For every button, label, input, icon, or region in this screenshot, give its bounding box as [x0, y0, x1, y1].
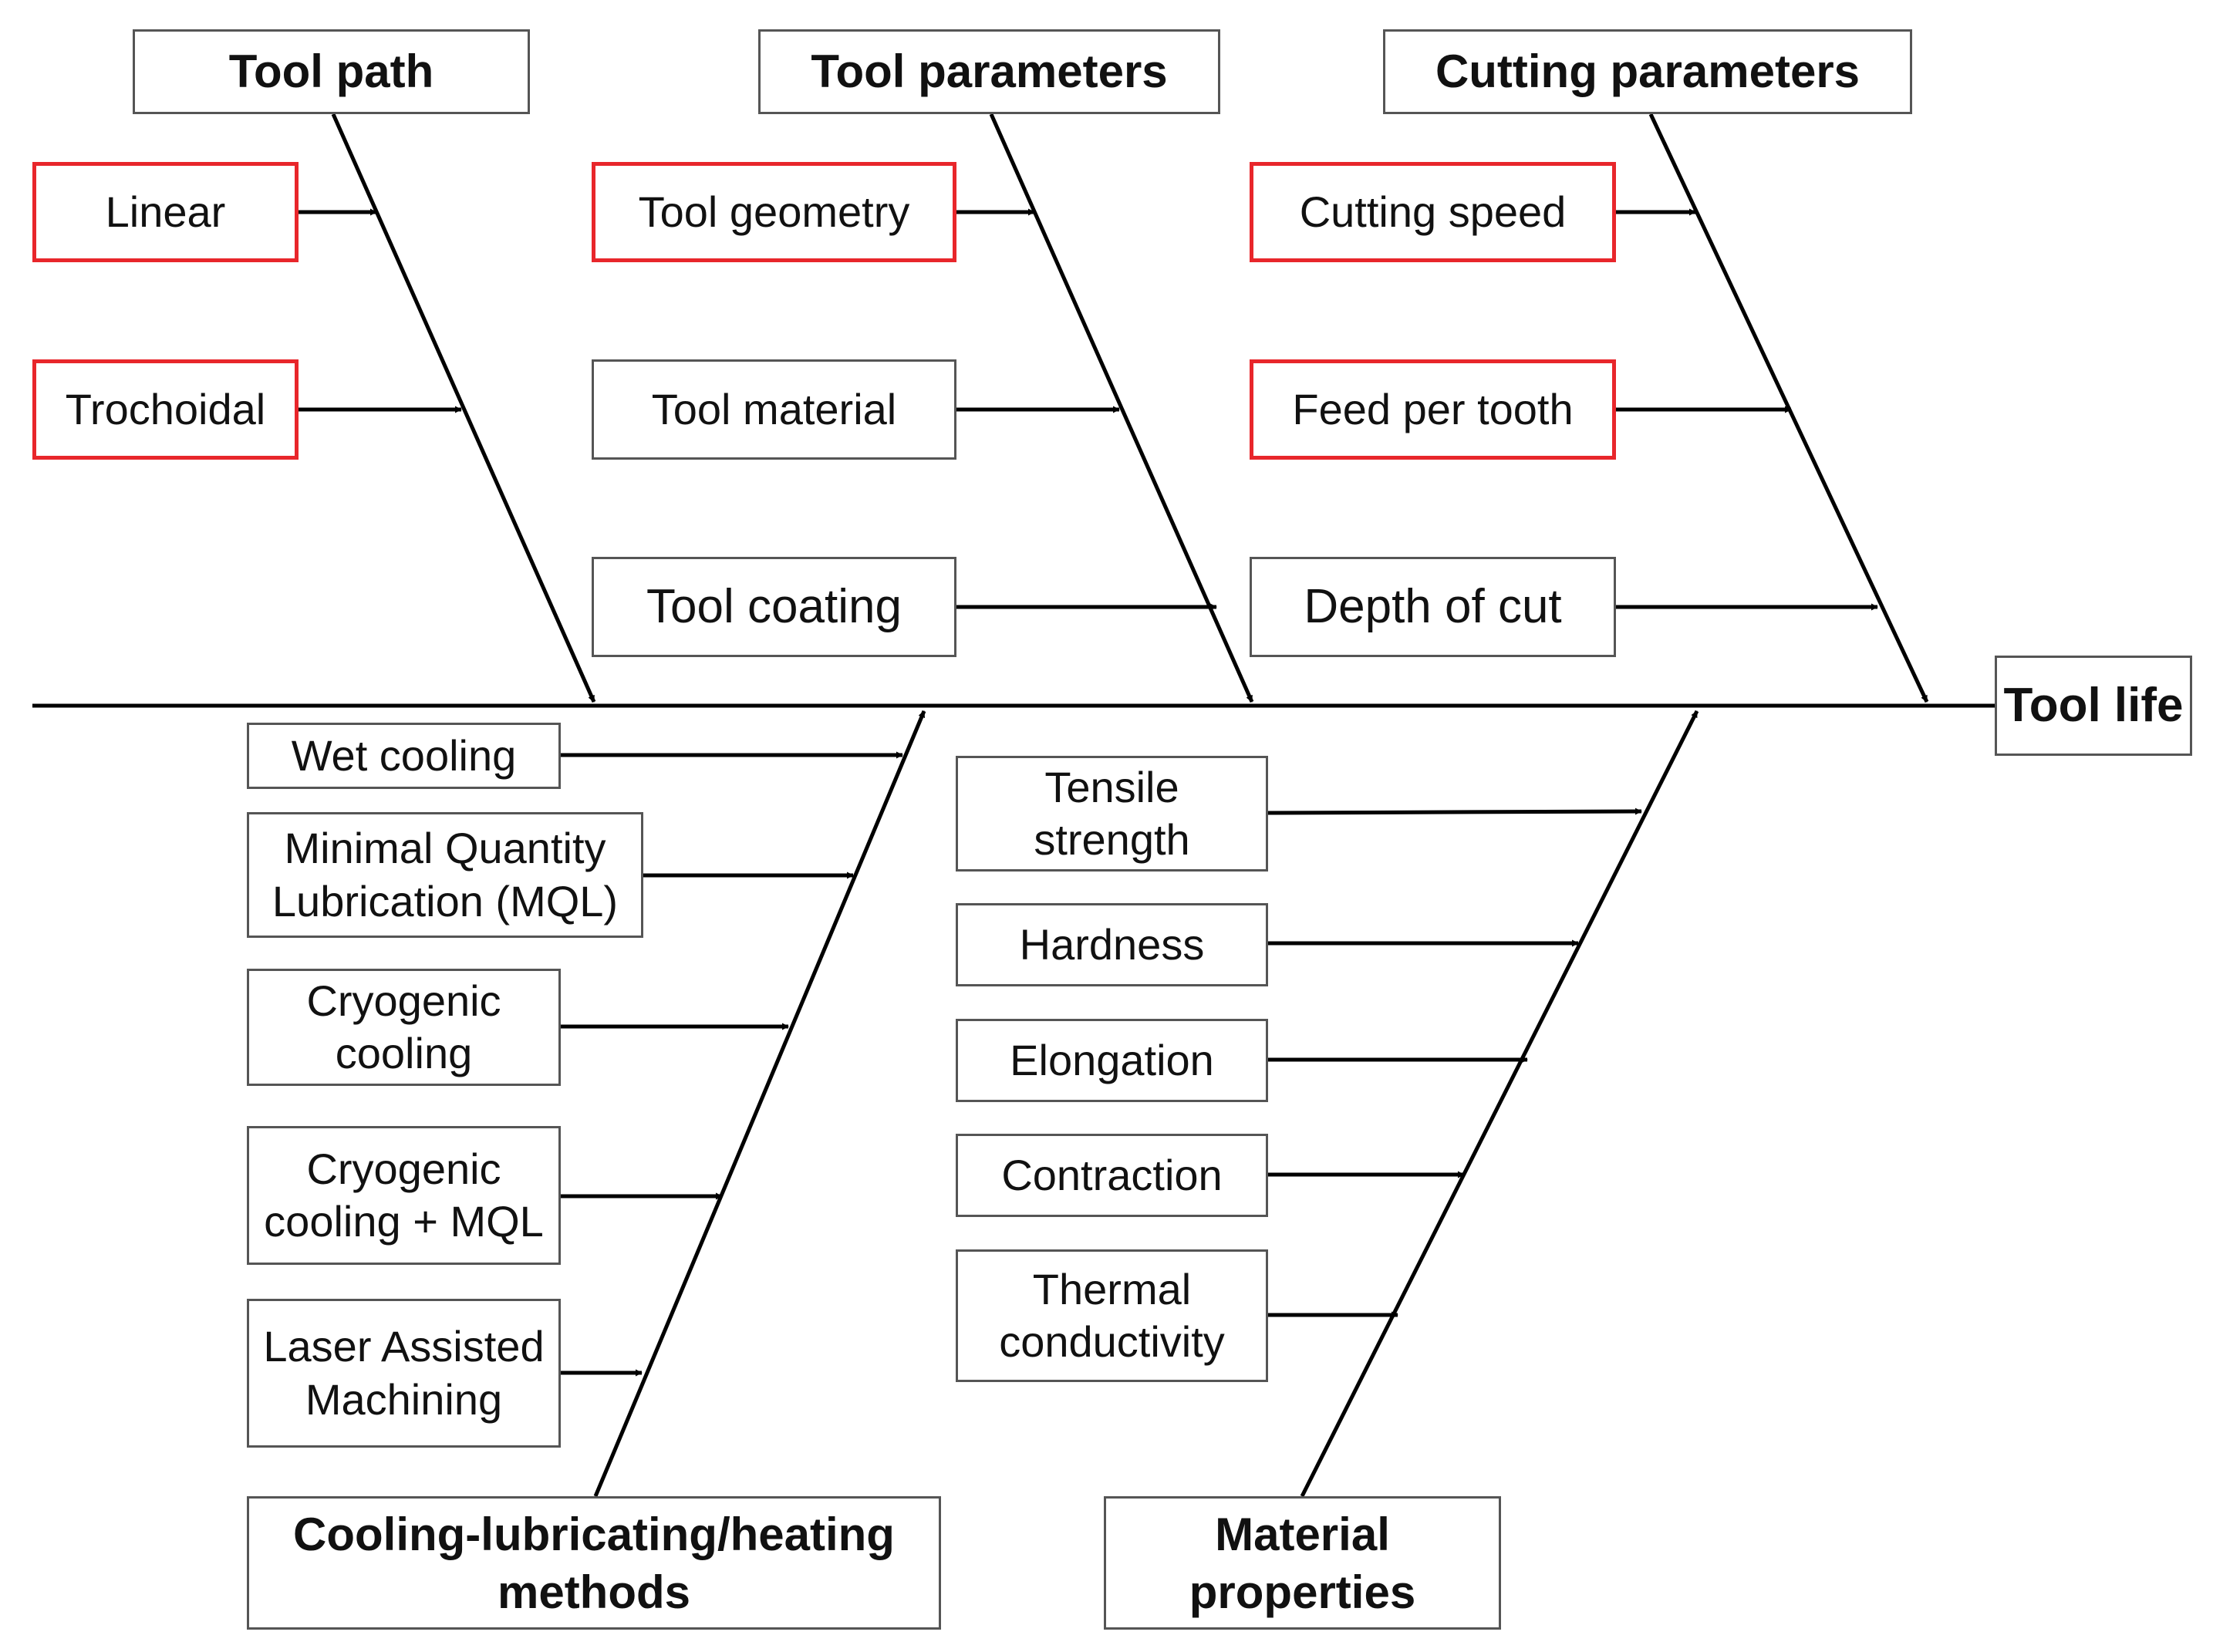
cause-label: Linear — [105, 187, 226, 236]
category-title: Tool path — [228, 46, 434, 98]
category-title: Cutting parameters — [1435, 46, 1860, 98]
cause-label: Elongation — [1010, 1035, 1214, 1084]
category-title: Tool parameters — [811, 46, 1168, 98]
effect-box: Tool life — [1995, 656, 2192, 756]
cause-label: Tensile strength — [1034, 762, 1190, 864]
cause-box: Cutting speed — [1250, 162, 1616, 262]
cause-box: Laser Assisted Machining — [247, 1299, 561, 1448]
cause-label: Trochoidal — [65, 384, 266, 433]
cause-label: Hardness — [1019, 919, 1205, 969]
cause-box: Cryogenic cooling — [247, 969, 561, 1086]
cause-box: Minimal Quantity Lubrication (MQL) — [247, 812, 643, 938]
cause-box: Depth of cut — [1250, 557, 1616, 657]
cause-label: Tool coating — [646, 580, 902, 634]
arrow-tensile-strength — [1267, 807, 1642, 815]
cause-label: Contraction — [1001, 1150, 1223, 1199]
category-tool-parameters: Tool parameters — [758, 29, 1220, 114]
cause-label: Depth of cut — [1304, 580, 1562, 634]
cause-box: Cryogenic cooling + MQL — [247, 1126, 561, 1265]
cause-box: Contraction — [956, 1134, 1268, 1217]
cause-box: Elongation — [956, 1019, 1268, 1102]
cause-label: Cryogenic cooling + MQL — [264, 1144, 544, 1246]
cause-label: Cryogenic cooling — [306, 976, 501, 1077]
category-cooling-methods: Cooling-lubricating/heating methods — [247, 1496, 941, 1630]
cause-box: Wet cooling — [247, 723, 561, 789]
category-title: Material properties — [1189, 1508, 1416, 1618]
bone-cooling-methods — [593, 710, 926, 1497]
category-material-properties: Material properties — [1104, 1496, 1501, 1630]
cause-box: Tool material — [592, 359, 956, 460]
cause-box: Tensile strength — [956, 756, 1268, 872]
cause-label: Minimal Quantity Lubrication (MQL) — [272, 824, 619, 925]
cause-label: Thermal conductivity — [999, 1264, 1225, 1366]
bone-material-properties — [1300, 710, 1699, 1498]
cause-box: Tool coating — [592, 557, 956, 657]
cause-label: Laser Assisted Machining — [263, 1322, 545, 1424]
cause-box: Tool geometry — [592, 162, 956, 262]
cause-label: Tool geometry — [638, 187, 910, 236]
effect-label: Tool life — [2003, 679, 2184, 733]
category-cutting-parameters: Cutting parameters — [1383, 29, 1912, 114]
cause-box: Hardness — [956, 903, 1268, 986]
cause-label: Tool material — [651, 384, 897, 433]
cause-box: Feed per tooth — [1250, 359, 1616, 460]
cause-box: Linear — [32, 162, 299, 262]
cause-box: Thermal conductivity — [956, 1249, 1268, 1382]
cause-label: Wet cooling — [291, 730, 517, 780]
cause-label: Cutting speed — [1299, 187, 1567, 236]
cause-box: Trochoidal — [32, 359, 299, 460]
cause-label: Feed per tooth — [1292, 384, 1574, 433]
category-tool-path: Tool path — [133, 29, 530, 114]
category-title: Cooling-lubricating/heating methods — [293, 1508, 895, 1618]
